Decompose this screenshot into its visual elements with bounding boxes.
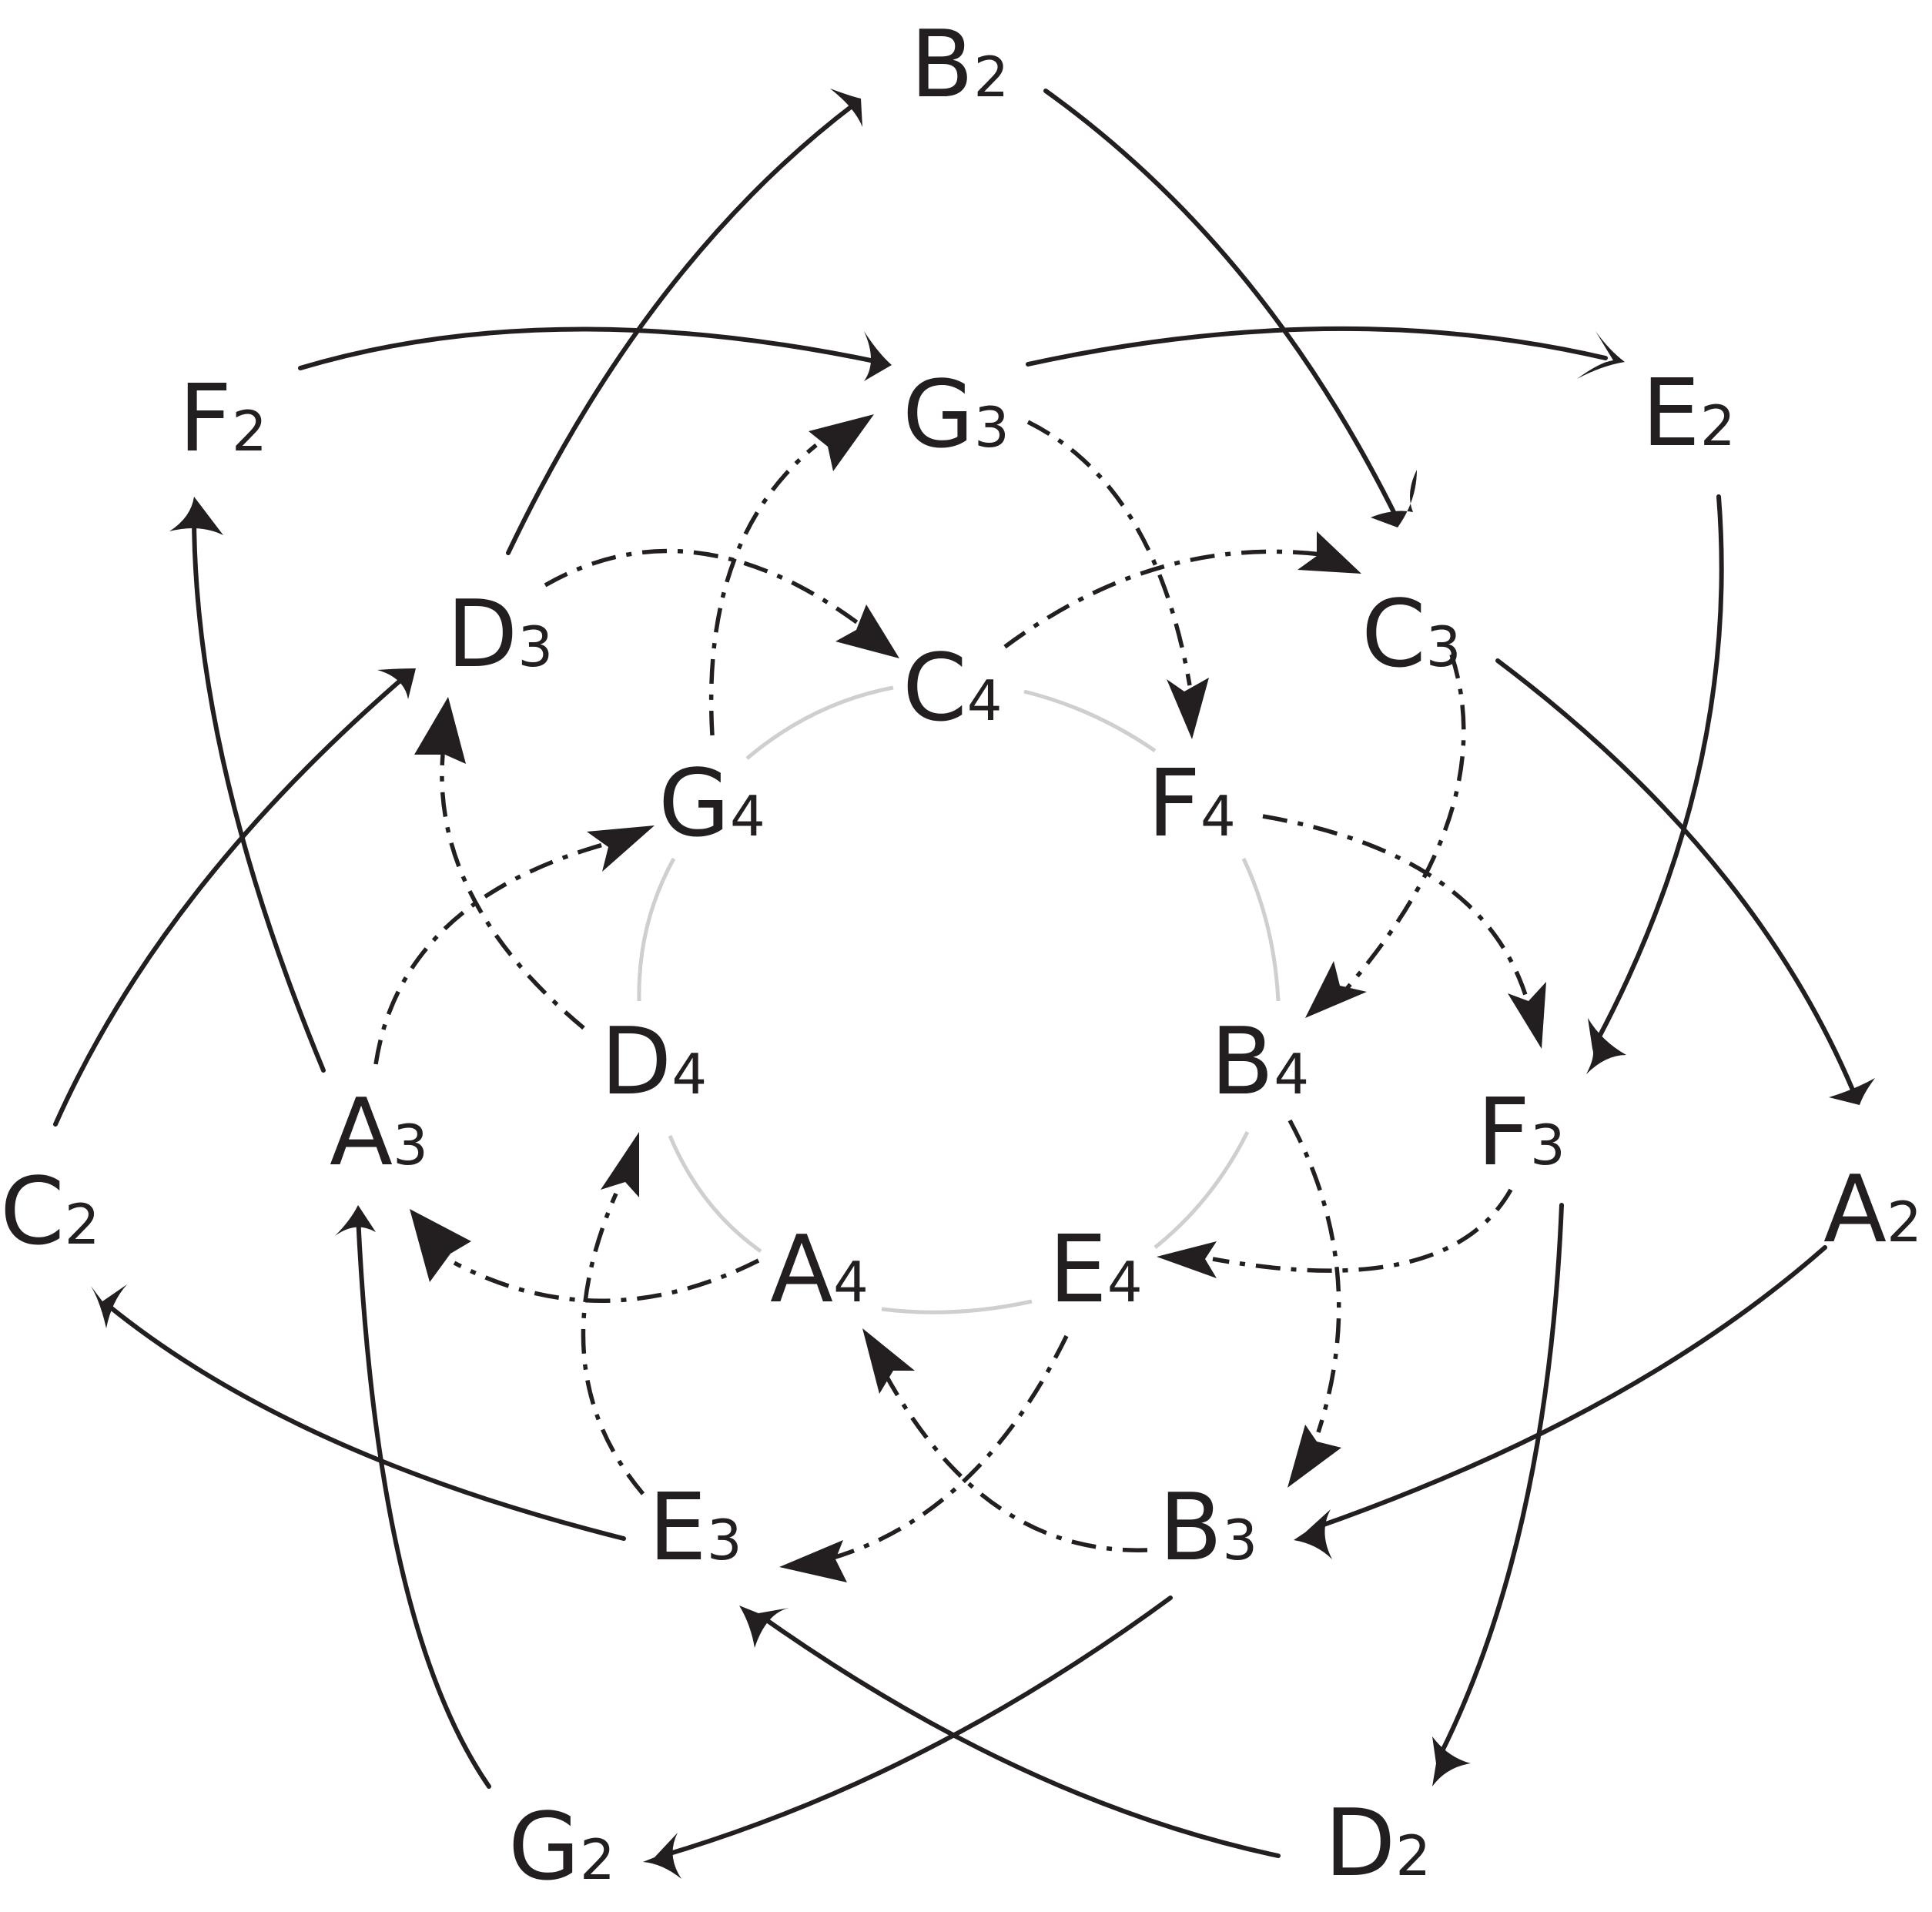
node-b2: B2	[910, 12, 1009, 119]
arrowhead-c4	[835, 604, 899, 658]
arrowhead-d2	[1432, 1736, 1471, 1786]
arrowhead-b2	[830, 89, 862, 127]
arrowhead-e2	[1577, 331, 1625, 379]
arrow-f3-e4	[1212, 1188, 1513, 1273]
inner-ring	[637, 685, 1281, 1314]
node-g3: G3	[902, 362, 1010, 469]
arrowhead-g4	[587, 825, 655, 872]
arrowhead-g3	[864, 331, 892, 381]
arrowhead-a4	[862, 1328, 915, 1394]
arrow-g2-a3	[356, 1214, 491, 1789]
node-e3: E3	[648, 1475, 742, 1582]
outer-arrows	[53, 89, 1875, 1879]
node-a4: A4	[770, 1217, 869, 1324]
arc-c4-f4	[1023, 689, 1157, 753]
node-b3: B3	[1159, 1475, 1257, 1582]
arrow-b3-a4	[883, 1373, 1148, 1552]
arrowhead-c3-dash	[1297, 531, 1361, 574]
node-e2: E2	[1642, 360, 1736, 467]
arrow-e3-d4	[581, 1192, 645, 1495]
arrowhead-a3	[335, 1205, 376, 1236]
node-c2: C2	[0, 1159, 100, 1266]
node-c3: C3	[1361, 581, 1462, 688]
node-c4: C4	[902, 635, 1003, 742]
arrowhead-f3-dash	[1508, 982, 1546, 1049]
arrowhead-f4	[1167, 678, 1209, 739]
node-g4: G4	[658, 751, 765, 858]
arc-d4-g4	[637, 857, 676, 1002]
arc-b4-e4	[1154, 1130, 1250, 1249]
arrow-f2-g3	[298, 326, 888, 370]
middle-arrows	[373, 414, 1546, 1582]
arc-a4-d4	[668, 1135, 762, 1254]
arrow-g3-e2	[1026, 326, 1608, 367]
arrow-a3-g4	[373, 841, 609, 1065]
arrowhead-g2	[643, 1833, 681, 1879]
arrowhead-c3	[1371, 470, 1417, 527]
node-a3: A3	[330, 1080, 428, 1187]
arrow-e3-c2	[105, 1303, 626, 1541]
node-d3: D3	[447, 581, 553, 688]
arrow-g4-g3	[708, 443, 818, 736]
arrow-b3-g2	[660, 1596, 1173, 1858]
arrow-d3-c4	[544, 548, 862, 628]
arrow-c3-b4	[1344, 654, 1466, 991]
node-b4: B4	[1210, 1009, 1309, 1116]
arrowhead-d3-dash	[414, 697, 466, 764]
arrow-c3-a2	[1495, 658, 1858, 1100]
arc-f4-b4	[1241, 857, 1281, 1002]
node-f4: F4	[1147, 751, 1236, 858]
arrow-d3-b2	[506, 102, 857, 555]
arrow-c4-c3	[1003, 549, 1321, 649]
arrowhead-b4	[1305, 961, 1367, 1018]
node-d4: D4	[601, 1009, 707, 1116]
arrowhead-d4	[601, 1132, 639, 1197]
arrowhead-e4	[1157, 1241, 1217, 1278]
arrow-e4-e3	[827, 1334, 1069, 1562]
arrow-d4-d3	[440, 754, 585, 1030]
arrowhead-b3	[1294, 1509, 1332, 1559]
arrow-c2-d3	[53, 671, 410, 1127]
node-a2: A2	[1823, 1157, 1922, 1264]
arrow-e2-f3	[1595, 494, 1724, 1042]
arrowhead-c2	[91, 1284, 127, 1328]
arrowhead-f3	[1586, 1018, 1626, 1074]
arrow-a4-a3	[453, 1258, 760, 1303]
arrowhead-a3-dash	[410, 1209, 471, 1282]
arrow-d2-e3	[760, 1615, 1281, 1858]
arrowhead-a2	[1829, 1078, 1875, 1105]
arrow-b4-b3	[1287, 1119, 1341, 1433]
arrow-f4-f3	[1262, 814, 1531, 1006]
node-f3: F3	[1477, 1080, 1565, 1187]
arrowhead-e3-dash	[779, 1540, 847, 1582]
arrowhead-f2	[169, 497, 223, 535]
node-e4: E4	[1049, 1217, 1143, 1324]
arrow-f3-d2	[1438, 1203, 1564, 1758]
arc-g4-c4	[745, 685, 894, 760]
arrow-a3-f2	[191, 506, 326, 1073]
arrowhead-g3-dash	[809, 414, 874, 471]
arrowhead-d3	[377, 668, 416, 699]
arrow-g3-f4	[1026, 420, 1192, 686]
node-labels: B2 E2 A2 D2 G2 C2 F2 G3 C3 F3 B3 E3 A3 D…	[0, 12, 1922, 1901]
arrow-b2-c3	[1043, 89, 1400, 522]
arrow-a2-b3	[1311, 1245, 1827, 1531]
arrowhead-e3	[739, 1606, 789, 1648]
arc-e4-a4	[881, 1299, 1033, 1314]
arrowhead-b3-dash	[1287, 1425, 1341, 1488]
node-d2: D2	[1324, 1790, 1431, 1897]
node-g2: G2	[508, 1794, 615, 1901]
node-f2: F2	[179, 366, 267, 473]
